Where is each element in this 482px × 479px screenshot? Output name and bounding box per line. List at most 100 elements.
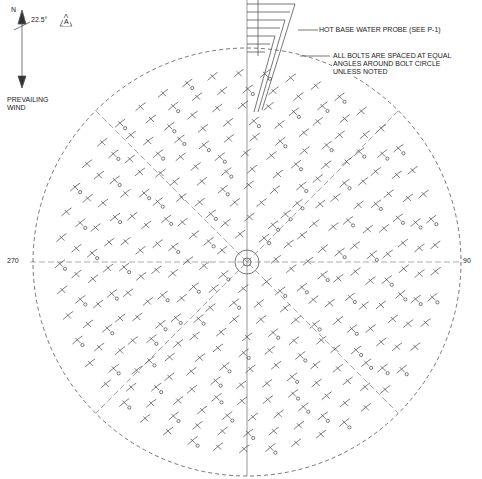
anchor-symbol: [146, 115, 156, 123]
anchor-symbol: [247, 165, 257, 173]
anchor-symbol: [335, 248, 345, 256]
bolt-mark: [274, 451, 277, 454]
anchor-symbol: [208, 72, 218, 80]
bolt-mark: [207, 149, 210, 152]
anchor-symbol: [379, 224, 389, 232]
anchor-symbol: [335, 93, 345, 101]
center-line: [247, 0, 248, 476]
anchor-symbol: [229, 299, 239, 307]
anchor-symbol: [230, 198, 240, 206]
anchor-symbol: [127, 212, 137, 220]
anchor-symbol: [146, 335, 156, 343]
anchor-symbol: [317, 102, 327, 110]
anchor-symbol: [243, 85, 253, 93]
anchor-symbol: [123, 289, 133, 297]
anchor-symbol: [141, 221, 151, 229]
bolt-mark: [220, 401, 223, 404]
anchor-symbol: [243, 429, 253, 437]
anchor-symbol: [128, 337, 138, 345]
anchor-symbol: [192, 421, 202, 429]
anchor-symbol: [360, 383, 370, 391]
anchor-symbol: [119, 263, 129, 271]
anchor-symbol: [183, 257, 193, 265]
anchor-symbol: [178, 218, 188, 226]
anchor-symbol: [91, 224, 101, 232]
anchor-symbol: [318, 412, 328, 420]
anchor-symbol: [168, 269, 178, 277]
anchor-symbol: [173, 339, 183, 347]
center-line: [30, 262, 464, 263]
bolt-mark: [359, 353, 362, 356]
anchor-symbol: [371, 200, 381, 208]
anchor-symbol: [377, 150, 387, 158]
anchor-symbol: [359, 302, 369, 310]
anchor-symbol: [173, 397, 183, 405]
anchor-symbol: [242, 333, 252, 341]
anchor-symbol: [408, 166, 418, 174]
anchor-symbol: [139, 189, 149, 197]
bolt-mark: [375, 258, 378, 261]
anchor-symbol: [70, 183, 80, 191]
anchor-symbol: [212, 393, 222, 401]
anchor-symbol: [318, 271, 328, 279]
anchor-symbol: [221, 168, 231, 176]
anchor-symbol: [234, 69, 244, 77]
anchor-symbol: [286, 265, 296, 273]
anchor-symbol: [120, 189, 130, 197]
anchor-symbol: [126, 383, 136, 391]
bolt-mark: [386, 157, 389, 160]
anchor-symbol: [163, 427, 173, 435]
anchor-symbol: [303, 257, 313, 265]
bolt-mark: [296, 380, 299, 383]
anchor-symbol: [199, 141, 209, 149]
bolt-mark: [161, 205, 164, 208]
anchor-symbol: [219, 271, 229, 279]
anchor-symbol: [158, 89, 168, 97]
bolt-mark: [326, 419, 329, 422]
anchor-symbol: [403, 194, 413, 202]
anchor-symbol: [146, 399, 156, 407]
bolt-mark: [196, 444, 199, 447]
anchor-symbol: [311, 82, 321, 90]
anchor-symbol: [151, 266, 161, 274]
anchor-symbol: [361, 359, 371, 367]
anchor-symbol: [365, 277, 375, 285]
anchor-symbol: [312, 379, 322, 387]
anchor-symbol: [415, 244, 425, 252]
bolt-mark: [117, 372, 120, 375]
anchor-symbol: [101, 380, 111, 388]
anchor-symbol: [340, 179, 350, 187]
anchor-symbol: [430, 241, 440, 249]
anchor-symbol: [197, 177, 207, 185]
north-label: N: [10, 6, 17, 14]
anchor-symbol: [239, 349, 249, 357]
anchor-symbol: [393, 214, 403, 222]
anchor-symbol: [198, 124, 208, 132]
anchor-symbol: [248, 413, 258, 421]
anchor-symbol: [235, 230, 245, 238]
bolt-mark: [305, 291, 308, 294]
anchor-symbol: [299, 129, 309, 137]
anchor-symbol: [110, 176, 120, 184]
anchor-symbol: [213, 344, 223, 352]
anchor-symbol: [286, 74, 296, 82]
anchor-symbol: [241, 149, 251, 157]
anchor-symbol: [411, 219, 421, 227]
anchor-symbol: [229, 315, 239, 323]
bolt-mark: [202, 322, 205, 325]
bolt-mark: [401, 221, 404, 224]
bolt-mark: [370, 366, 373, 369]
bolt-mark: [111, 332, 114, 335]
anchor-symbol: [308, 296, 318, 304]
anchor-symbol: [398, 239, 408, 247]
anchor-symbol: [271, 361, 281, 369]
anchor-symbol: [294, 421, 304, 429]
angle-label: 22.5°: [30, 16, 48, 24]
anchor-symbol: [72, 336, 82, 344]
anchor-symbol: [82, 160, 92, 168]
anchor-symbol: [212, 104, 222, 112]
anchor-symbol: [187, 385, 197, 393]
anchor-symbol: [165, 353, 175, 361]
revision-mark: A: [63, 18, 70, 26]
anchor-symbol: [83, 320, 93, 328]
